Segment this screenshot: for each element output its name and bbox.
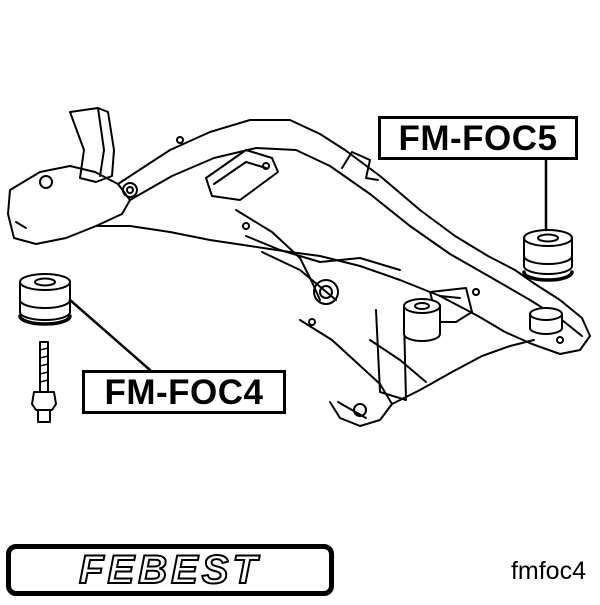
bushing-rear-center	[403, 298, 441, 342]
part-code-label: fmfoc4	[510, 557, 586, 585]
bushing-rear-right	[529, 307, 563, 335]
callout-fm-foc4: FM-FOC4	[82, 370, 286, 414]
rear-post	[375, 309, 407, 401]
rear-lower-frame	[299, 319, 535, 427]
callout-fm-foc5: FM-FOC5	[378, 116, 578, 160]
febest-logo-text: FEBEST	[78, 548, 261, 592]
leader-line-foc4	[68, 298, 152, 372]
top-hook	[341, 151, 379, 181]
febest-logo: FEBEST	[6, 544, 334, 596]
bushing-foc4	[18, 273, 72, 326]
mounting-bolt	[31, 341, 57, 423]
crossmember-left-end	[7, 165, 131, 245]
center-mount-ring	[313, 279, 339, 305]
mount-pad-front	[205, 149, 279, 201]
bushing-foc5	[522, 229, 574, 282]
upper-bracket	[69, 107, 115, 183]
